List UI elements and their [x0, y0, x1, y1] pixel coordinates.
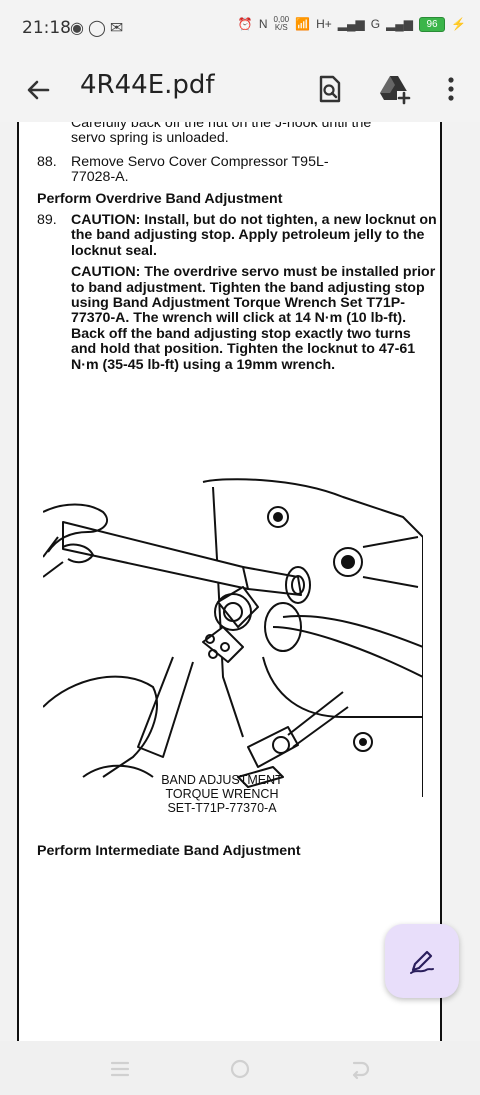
pdf-page[interactable]: Carefully back off the nut on the J-hook…: [17, 122, 442, 1052]
step-88: 88. Remove Servo Cover Compressor T95L-7…: [37, 153, 329, 186]
signal-bars-icon: ▂▄▆: [337, 17, 365, 31]
edit-fab-button[interactable]: [385, 924, 459, 998]
signal-1: H+: [316, 17, 332, 31]
notification-icons: ◉◯✉: [70, 18, 127, 38]
step-89: 89. CAUTION: Install, but do not tighten…: [37, 212, 437, 259]
notification-ring-icon: ◯: [87, 20, 110, 37]
status-bar: 21:18 ◉◯✉ ⏰ N 0,00 K/S 📶 H+ ▂▄▆ G ▂▄▆ 96…: [0, 0, 480, 58]
document-text: Carefully back off the nut on the J-hook…: [37, 122, 437, 373]
net-speed: 0,00 K/S: [273, 15, 290, 32]
battery-icon: 96: [419, 16, 446, 32]
document-title: 4R44E.pdf: [80, 70, 215, 100]
document-search-icon[interactable]: [312, 72, 346, 106]
drive-add-icon[interactable]: [378, 72, 412, 106]
alarm-icon: ⏰: [237, 17, 253, 31]
home-icon[interactable]: [226, 1055, 254, 1083]
top-fragment: Carefully back off the nut on the J-hook…: [71, 122, 372, 147]
status-right: ⏰ N 0,00 K/S 📶 H+ ▂▄▆ G ▂▄▆ 96 ⚡: [238, 16, 466, 32]
notification-dot-icon: ◉: [70, 20, 88, 37]
recent-apps-icon[interactable]: [106, 1055, 134, 1083]
charging-icon: ⚡: [451, 17, 466, 31]
arrow-left-icon[interactable]: [22, 74, 54, 106]
step-89-caution-1: CAUTION: Install, but do not tighten, a …: [71, 212, 437, 259]
step-89-caution-2: CAUTION: The overdrive servo must be ins…: [71, 264, 436, 373]
mail-icon: ✉: [109, 20, 128, 37]
nfc-icon: N: [258, 17, 268, 31]
system-nav-bar: [0, 1041, 480, 1095]
figure-caption: BAND ADJUSTMENT TORQUE WRENCH SET-T71P-7…: [161, 773, 283, 815]
more-vert-icon[interactable]: [434, 72, 468, 106]
wifi-icon: 📶: [295, 17, 311, 31]
heading-overdrive-band: Perform Overdrive Band Adjustment: [37, 190, 283, 207]
status-time: 21:18: [22, 18, 71, 38]
signal-2: G: [370, 17, 381, 31]
pen-edit-icon: [410, 950, 434, 974]
band-adjustment-illustration: [43, 478, 423, 797]
back-nav-icon[interactable]: [346, 1055, 374, 1083]
app-toolbar: 4R44E.pdf: [0, 58, 480, 122]
signal-bars-2-icon: ▂▄▆: [386, 17, 414, 31]
heading-intermediate-band: Perform Intermediate Band Adjustment: [37, 843, 301, 859]
